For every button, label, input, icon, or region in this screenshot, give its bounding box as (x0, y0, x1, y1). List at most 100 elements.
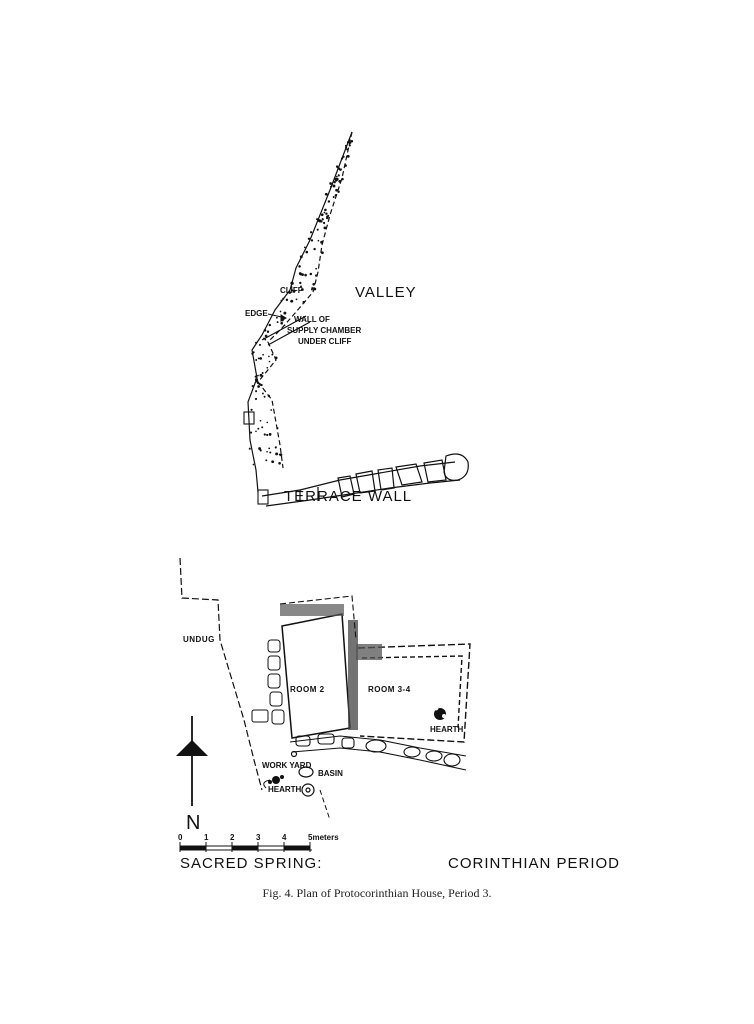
stipple-dot (270, 409, 273, 411)
scale-tick-2: 2 (230, 833, 235, 842)
stipple-dot (344, 164, 347, 167)
stipple-dot (274, 356, 278, 360)
sacred-spring-label: SACRED SPRING: (180, 855, 323, 872)
room-2-enclosure (279, 595, 357, 641)
stipple-dot (305, 250, 309, 254)
stipple-dot (337, 174, 340, 177)
south-wall (289, 733, 467, 771)
stipple-dot (258, 382, 261, 386)
terrace-wall-label: TERRACE WALL (284, 488, 413, 505)
stipple-dot (325, 216, 329, 220)
stipple-dot (311, 288, 313, 291)
stipple-dot (299, 281, 302, 285)
room-2-west-wall (251, 639, 285, 725)
stipple-dot (283, 311, 287, 315)
edge-arrow (267, 313, 287, 322)
stipple-dot (283, 324, 286, 327)
stipple-dot (272, 460, 275, 463)
stipple-dot (307, 237, 311, 241)
stipple-dot (285, 298, 289, 302)
stipple-dot (321, 213, 324, 216)
stipple-dot (329, 185, 333, 188)
stipple-dot (300, 288, 304, 291)
stipple-dot (337, 190, 340, 194)
hearth-room-label: HEARTH (430, 725, 464, 734)
stipple-dot (255, 359, 258, 361)
stipple-dot (338, 180, 342, 183)
stipple-dot (280, 299, 283, 302)
hearth-yard-label: HEARTH (268, 785, 302, 794)
room-3-4 (356, 643, 471, 743)
stipple-dot (335, 175, 338, 178)
terrace-wall (261, 453, 469, 507)
scale-tick-4: 4 (282, 833, 287, 842)
under-cliff-label: UNDER CLIFF (298, 337, 352, 346)
cliff-label: CLIFF (280, 286, 303, 295)
stipple-dot (313, 287, 317, 291)
scale-tick-3: 3 (256, 833, 261, 842)
cliff-outline (247, 131, 353, 493)
stipple-dot (290, 300, 293, 303)
stipple-dot (265, 459, 268, 462)
stipple-dot (263, 433, 266, 436)
stipple-dot (252, 351, 255, 354)
stipple-dot (346, 148, 349, 151)
stipple-dot (323, 211, 326, 214)
stipple-dot (255, 390, 258, 393)
hearth-work-yard (268, 775, 284, 784)
stipple-dot (321, 251, 324, 255)
scale-bar (179, 842, 312, 852)
stipple-dot (254, 375, 257, 378)
stipple-dot (259, 419, 262, 422)
north-arrow (176, 716, 208, 806)
scale-tick-1: 1 (204, 833, 209, 842)
stipple-dot (313, 247, 316, 251)
stipple-dot (349, 140, 351, 143)
stipple-dot (288, 291, 292, 294)
period-label: CORINTHIAN PERIOD (448, 855, 621, 872)
stipple-dot (316, 228, 319, 231)
stipple-dot (315, 267, 318, 270)
stipple-dot (266, 450, 268, 453)
stipple-dot (341, 177, 344, 181)
stipple-dot (257, 385, 260, 388)
figure-caption: Fig. 4. Plan of Protocorinthian House, P… (262, 886, 492, 900)
stipple-dot (258, 343, 262, 346)
stipple-dot (327, 214, 330, 217)
stipple-dot (301, 273, 304, 276)
stipple-dot (333, 181, 336, 184)
room-3-4-label: ROOM 3-4 (368, 685, 411, 694)
stipple-dot (344, 144, 347, 147)
stipple-dot (261, 372, 264, 374)
stipple-dot (262, 353, 264, 356)
stipple-dot (263, 337, 265, 340)
stipple-dot (298, 265, 301, 268)
stipple-dot (264, 338, 267, 341)
scale-tick-5: 5meters (308, 833, 339, 842)
stipple-dot (266, 330, 270, 334)
stipple-dot (324, 192, 328, 196)
hearth-arrow (263, 779, 271, 789)
undug-label: UNDUG (183, 635, 215, 644)
stipple-dot (350, 139, 354, 143)
edge-label: EDGE (245, 309, 268, 318)
stipple-dot (257, 357, 260, 360)
cliff-blocks (243, 411, 269, 505)
stipple-dot (295, 298, 298, 301)
stipple-dot (324, 208, 327, 212)
stipple-dot (266, 366, 269, 369)
stipple-dot (254, 397, 258, 401)
stipple-dot (263, 329, 267, 332)
stipple-dot (259, 357, 263, 360)
stipple-dot (349, 141, 352, 144)
stipple-dot (257, 374, 259, 377)
stipple-dot (325, 212, 328, 215)
stipple-dot (280, 321, 283, 325)
stipple-dot (309, 231, 313, 234)
stipple-dot (317, 239, 320, 242)
stipple-dot (268, 360, 271, 363)
work-yard-label: WORK YARD (262, 761, 312, 770)
yard-boundary (319, 789, 331, 821)
stipple-dot (248, 447, 251, 450)
